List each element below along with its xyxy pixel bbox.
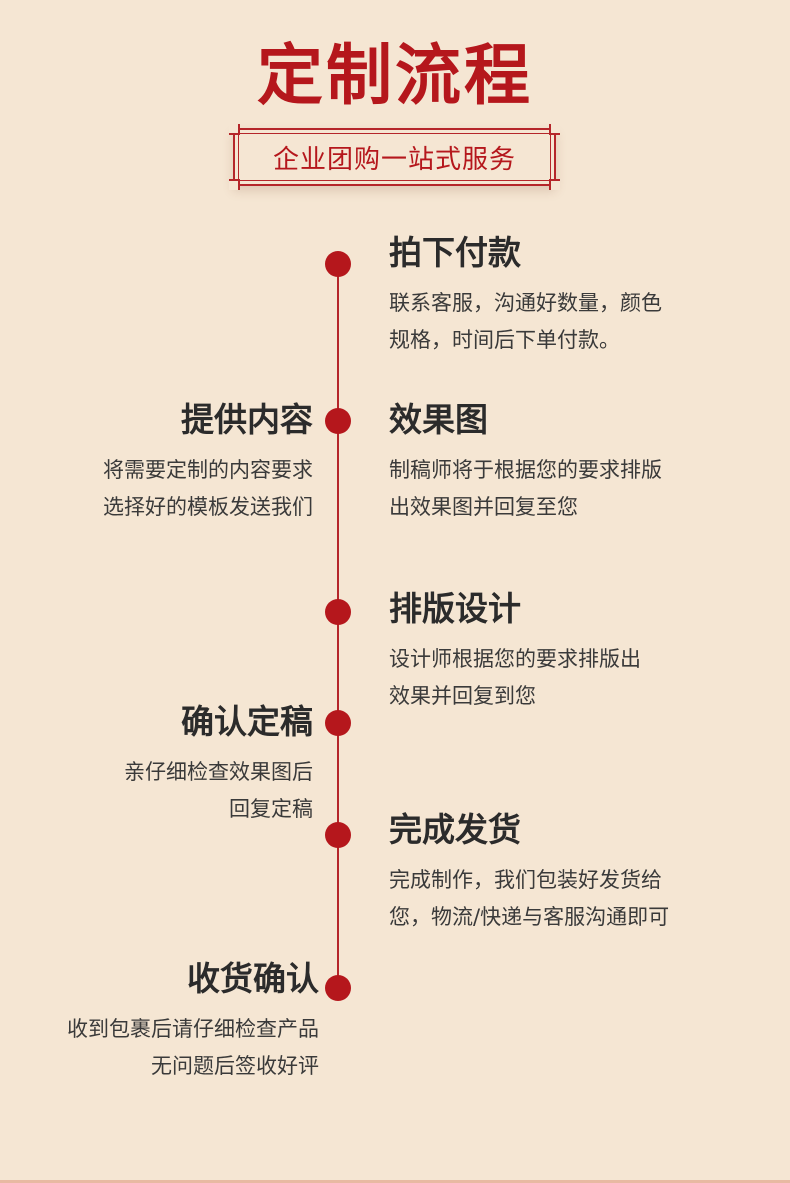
- timeline-dot: [325, 822, 351, 848]
- step-pay: 拍下付款 联系客服，沟通好数量，颜色 规格，时间后下单付款。: [389, 231, 662, 359]
- step-title: 提供内容: [181, 400, 313, 439]
- step-desc-line: 选择好的模板发送我们: [103, 495, 313, 519]
- step-desc-line: 将需要定制的内容要求: [103, 458, 313, 482]
- step-description: 制稿师将于根据您的要求排版 出效果图并回复至您: [389, 452, 662, 526]
- step-title: 收货确认: [187, 959, 319, 998]
- step-receive: 收货确认 收到包裹后请仔细检查产品 无问题后签收好评: [67, 957, 319, 1085]
- step-desc-line: 设计师根据您的要求排版出: [389, 647, 641, 671]
- step-desc-line: 完成制作，我们包装好发货给: [389, 868, 662, 892]
- bottom-border: [0, 1180, 790, 1183]
- step-desc-line: 回复定稿: [229, 797, 313, 821]
- step-desc-line: 出效果图并回复至您: [389, 495, 578, 519]
- step-effect: 效果图 制稿师将于根据您的要求排版 出效果图并回复至您: [389, 398, 662, 526]
- timeline-dot: [325, 251, 351, 277]
- step-description: 亲仔细检查效果图后 回复定稿: [124, 754, 313, 828]
- timeline-dot: [325, 408, 351, 434]
- banner-corner: [229, 179, 240, 190]
- step-title: 完成发货: [389, 810, 521, 849]
- step-desc-line: 效果并回复到您: [389, 684, 536, 708]
- step-title: 确认定稿: [181, 702, 313, 741]
- subtitle-banner: 企业团购一站式服务: [229, 124, 560, 190]
- page-title: 定制流程: [257, 36, 533, 114]
- subtitle-text: 企业团购一站式服务: [272, 144, 516, 175]
- step-title: 效果图: [389, 400, 488, 439]
- step-layout: 排版设计 设计师根据您的要求排版出 效果并回复到您: [389, 587, 641, 715]
- step-desc-line: 规格，时间后下单付款。: [389, 328, 620, 352]
- step-desc-line: 制稿师将于根据您的要求排版: [389, 458, 662, 482]
- step-desc-line: 您，物流/快递与客服沟通即可: [389, 905, 670, 929]
- banner-corner: [229, 124, 240, 135]
- step-description: 设计师根据您的要求排版出 效果并回复到您: [389, 641, 641, 715]
- step-title: 排版设计: [389, 589, 521, 628]
- step-description: 联系客服，沟通好数量，颜色 规格，时间后下单付款。: [389, 285, 662, 359]
- step-description: 收到包裹后请仔细检查产品 无问题后签收好评: [67, 1011, 319, 1085]
- step-desc-line: 亲仔细检查效果图后: [124, 760, 313, 784]
- step-description: 将需要定制的内容要求 选择好的模板发送我们: [103, 452, 313, 526]
- step-desc-line: 无问题后签收好评: [151, 1054, 319, 1078]
- timeline-dot: [325, 710, 351, 736]
- timeline-dot: [325, 975, 351, 1001]
- step-desc-line: 收到包裹后请仔细检查产品: [67, 1017, 319, 1041]
- timeline-dot: [325, 599, 351, 625]
- banner-corner: [549, 124, 560, 135]
- step-description: 完成制作，我们包装好发货给 您，物流/快递与客服沟通即可: [389, 862, 669, 936]
- step-content: 提供内容 将需要定制的内容要求 选择好的模板发送我们: [103, 398, 313, 526]
- step-title: 拍下付款: [389, 233, 521, 272]
- banner-corner: [549, 179, 560, 190]
- step-ship: 完成发货 完成制作，我们包装好发货给 您，物流/快递与客服沟通即可: [389, 808, 669, 936]
- timeline-line: [337, 263, 339, 988]
- step-confirm: 确认定稿 亲仔细检查效果图后 回复定稿: [124, 700, 313, 828]
- step-desc-line: 联系客服，沟通好数量，颜色: [389, 291, 662, 315]
